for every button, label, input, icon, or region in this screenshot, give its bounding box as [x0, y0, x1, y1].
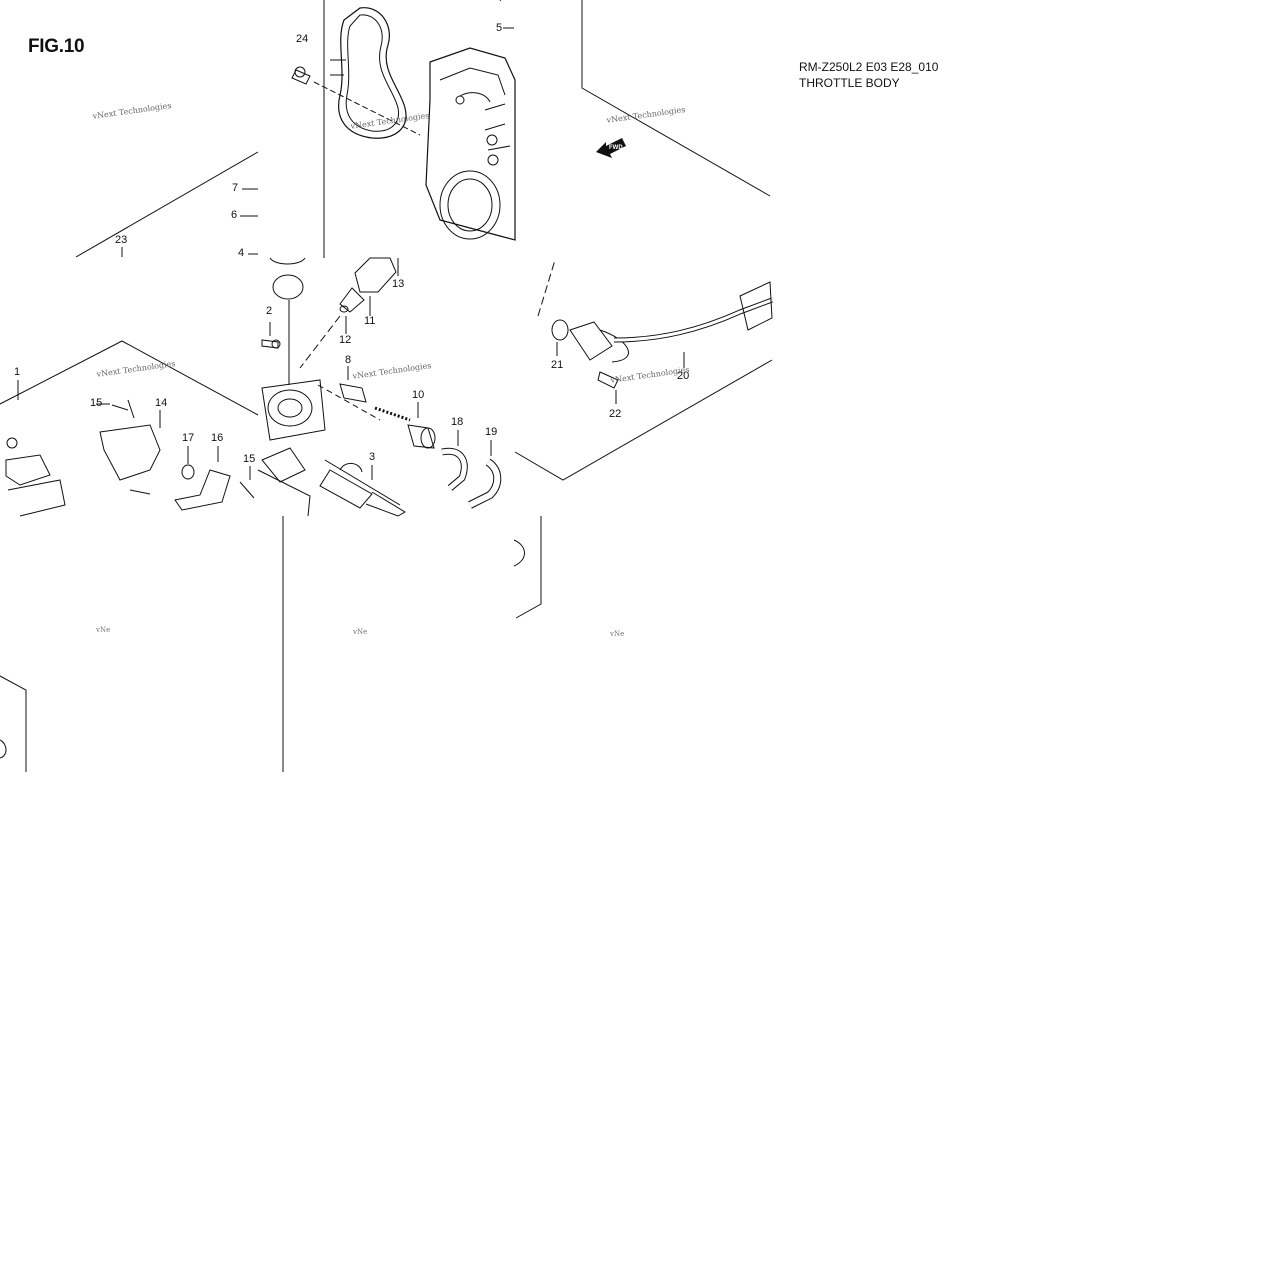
forward-arrow-icon: FWD [596, 138, 626, 158]
callout-label: 14 [155, 397, 168, 409]
callout-label: 20 [677, 370, 690, 382]
diagram-tile [516, 516, 774, 774]
callout-label: 6 [231, 209, 238, 221]
callout-label: 7 [232, 182, 239, 194]
diagram-tile [258, 258, 516, 516]
callout-label: 8 [345, 354, 352, 366]
callout-label: 17 [182, 432, 195, 444]
callout-label: 1 [14, 366, 21, 378]
diagram-tile [0, 0, 258, 258]
callout-label: 5 [496, 22, 503, 34]
callout-label: 4 [496, 0, 502, 4]
diagram-tile [0, 516, 258, 774]
diagram-tile [258, 516, 516, 774]
watermark-text: vNe [96, 626, 110, 634]
callout-label: 4 [238, 247, 245, 259]
section-title: THROTTLE BODY [799, 76, 900, 90]
callout-label: 12 [339, 334, 352, 346]
callout-label: 21 [551, 359, 564, 371]
callout-label: 15 [90, 397, 103, 409]
callout-label: 15 [243, 453, 256, 465]
callout-label: 23 [115, 234, 128, 246]
callout-label: 22 [609, 408, 622, 420]
diagram-tile [258, 0, 516, 258]
callout-label: 24 [296, 33, 309, 45]
panel-border [0, 675, 27, 772]
model-code: RM-Z250L2 E03 E28_010 [799, 60, 939, 74]
panel-border [75, 151, 259, 258]
callout-label: 3 [369, 451, 376, 463]
panel-border [514, 359, 773, 481]
callout-label: 13 [392, 278, 405, 290]
figure-label: FIG.10 [28, 36, 85, 57]
callout-label: 2 [266, 305, 273, 317]
panel-border [581, 0, 771, 197]
diagram-tile [516, 0, 774, 258]
watermark-text: vNe [610, 630, 624, 638]
svg-text:FWD: FWD [609, 145, 623, 151]
panel-border [257, 469, 311, 517]
panel-border [0, 340, 259, 416]
callout-label: 16 [211, 432, 224, 444]
watermark-text: vNe [353, 628, 367, 636]
callout-label: 11 [364, 315, 376, 327]
callout-label: 19 [485, 426, 498, 438]
diagram-tile [0, 258, 258, 516]
panel-border [515, 516, 542, 619]
diagram-tile [516, 258, 774, 516]
callout-label: 10 [412, 389, 425, 401]
callout-label: 18 [451, 416, 464, 428]
